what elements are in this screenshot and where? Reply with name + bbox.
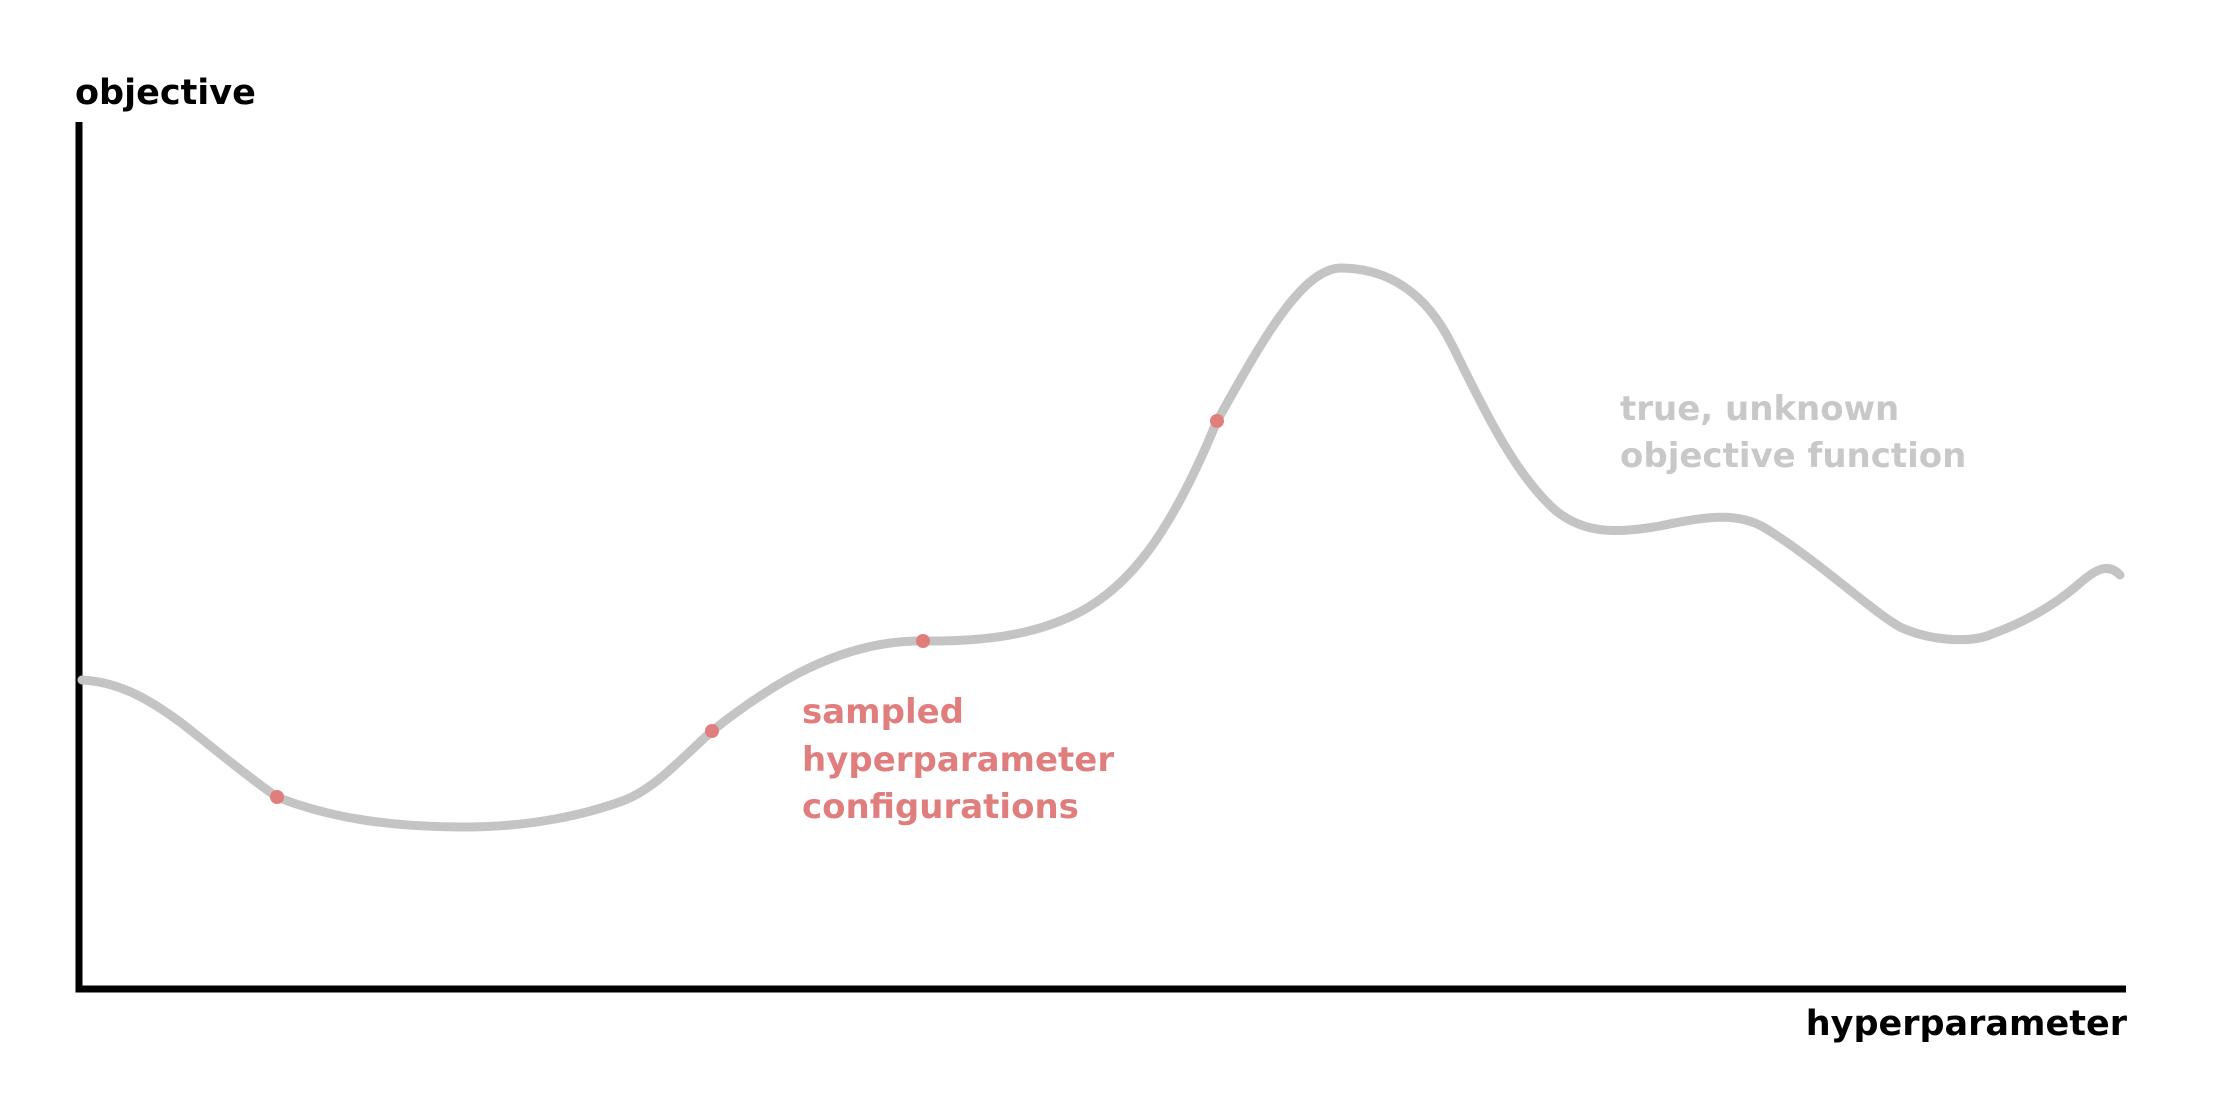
function-annotation-line: true, unknown [1620,389,1899,429]
y-axis-label: objective [75,73,256,113]
samples-annotation-line: configurations [802,787,1079,827]
samples-annotation-line: sampled [802,692,964,732]
sample-point [916,634,930,648]
function-annotation-line: objective function [1620,436,1966,476]
sample-point [1210,414,1224,428]
sample-points [270,414,1224,804]
x-axis-label: hyperparameter [1806,1004,2128,1044]
sample-point [270,790,284,804]
samples-annotation: sampled hyperparameter configurations [802,692,1126,827]
objective-function-curve [77,263,2125,832]
samples-annotation-line: hyperparameter [802,740,1114,780]
sample-point [705,724,719,738]
function-annotation: true, unknown objective function [1620,389,1966,476]
